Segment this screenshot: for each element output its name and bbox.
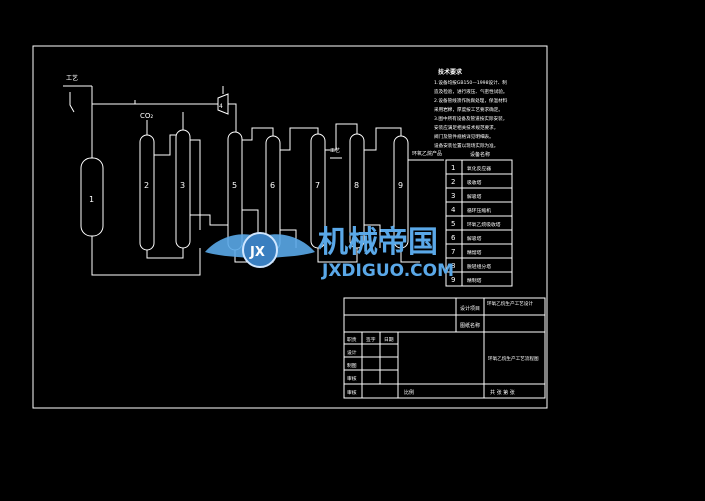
row-label: 制图 (347, 362, 357, 369)
legend-name: 脱轻组分塔 (467, 263, 491, 270)
vessel-8-tag: 8 (354, 181, 359, 190)
vessel-2 (139, 134, 155, 251)
equipment-legend-table: 设备名称 1 氧化反应器 2 吸收塔 3 解吸塔 4 循环压缩机 (445, 151, 513, 287)
legend-no: 2 (451, 178, 455, 186)
legend-name: 氧化反应器 (467, 165, 491, 172)
legend-header: 设备名称 (470, 151, 490, 158)
notes-lines: 1.设备均按GB150—1998设计、制 造及检验，进行液压、气密性试验。 2.… (434, 79, 508, 149)
legend-row: 1 氧化反应器 (451, 164, 491, 172)
column-tag-label: 工艺 (330, 148, 340, 154)
product-label: 环氧乙烷产品 (412, 150, 442, 157)
row-label: 审核 (347, 375, 357, 382)
col-label: 签字 (366, 336, 376, 343)
notes-line: 设备安装位置以现场实际为准。 (434, 142, 498, 149)
notes-line: 采用岩棉，厚度按工艺要求确定。 (434, 106, 503, 113)
legend-no: 1 (451, 164, 455, 172)
legend-no: 9 (451, 276, 455, 284)
legend-name: 解吸塔 (467, 235, 482, 242)
drawing-name-label: 图纸名称 (460, 322, 480, 329)
notes-line: 3.图中所有设备及管道按实际安装， (434, 115, 507, 122)
row-label: 审核 (347, 389, 357, 396)
vessel-5 (227, 131, 243, 251)
design-item-label: 设计项目 (460, 305, 480, 312)
feed-arrow (69, 92, 75, 113)
legend-no: 7 (451, 248, 455, 256)
legend-row: 6 解吸塔 (451, 234, 482, 242)
legend-no: 5 (451, 220, 455, 228)
legend-no: 6 (451, 234, 456, 242)
drawing-outer-frame (32, 45, 548, 409)
emblem-text: JX (249, 245, 265, 260)
gear-icon (242, 232, 278, 268)
legend-row: 4 循环压缩机 (451, 206, 491, 214)
notes-line: 1.设备均按GB150—1998设计、制 (434, 79, 507, 86)
drawing-title: 环氧乙烷生产工艺流程图 (488, 355, 539, 362)
legend-row: 7 精馏塔 (451, 248, 482, 256)
vessel-4-tag: 4 (219, 103, 223, 110)
col-label: 日期 (384, 337, 394, 343)
feed-label: 工艺 (66, 74, 78, 82)
notes-line: 安装应满足相关技术规范要求， (434, 124, 498, 131)
vessel-3-tag: 3 (180, 181, 185, 190)
legend-row: 8 脱轻组分塔 (451, 262, 491, 270)
legend-row: 9 精制塔 (451, 276, 482, 284)
legend-name: 解吸塔 (467, 193, 482, 200)
legend-no: 4 (451, 206, 456, 214)
watermark-en: JXDIGUO.COM (321, 261, 454, 281)
vessel-1-tag: 1 (89, 195, 94, 204)
legend-row: 2 吸收塔 (451, 178, 482, 186)
legend-name: 吸收塔 (467, 179, 482, 186)
compressor-outlet (228, 103, 237, 132)
watermark-logo: JX 机械帝国 JXDIGUO.COM (205, 225, 454, 281)
notes-line: 2.设备管线须作防腐处理，保温材料 (434, 97, 508, 104)
notes-line: 造及检验，进行液压、气密性试验。 (434, 88, 508, 95)
vessel-7-tag: 7 (315, 181, 320, 190)
col-label: 职责 (347, 336, 357, 343)
vessel-9-tag: 9 (398, 181, 403, 190)
vessel-5-tag: 5 (232, 181, 237, 190)
pipe-reactor-return (91, 236, 201, 276)
vessel-6 (265, 135, 281, 251)
vessel-4-compressor (217, 93, 229, 115)
sheet-label: 共 张 第 张 (490, 389, 515, 396)
legend-name: 精制塔 (467, 277, 482, 284)
legend-name: 循环压缩机 (467, 207, 491, 214)
vessel-6-tag: 6 (270, 181, 275, 190)
legend-name: 环氧乙烷吸收塔 (467, 221, 501, 228)
design-item-value: 环氧乙烷生产工艺设计 (487, 300, 533, 307)
legend-no: 3 (451, 192, 455, 200)
co2-label: CO₂ (140, 112, 153, 120)
scale-label: 比例 (404, 389, 414, 396)
vessel-2-tag: 2 (144, 181, 149, 190)
legend-row: 5 环氧乙烷吸收塔 (451, 220, 501, 228)
row-label: 设计 (347, 349, 357, 356)
legend-no: 8 (451, 262, 455, 270)
notes-title: 技术要求 (438, 68, 463, 76)
title-block (343, 297, 546, 399)
watermark-cn: 机械帝国 (318, 225, 438, 260)
notes-line: 阀门及管件规格详见明细表。 (434, 133, 494, 140)
legend-name: 精馏塔 (467, 249, 482, 256)
legend-row: 3 解吸塔 (451, 192, 482, 200)
